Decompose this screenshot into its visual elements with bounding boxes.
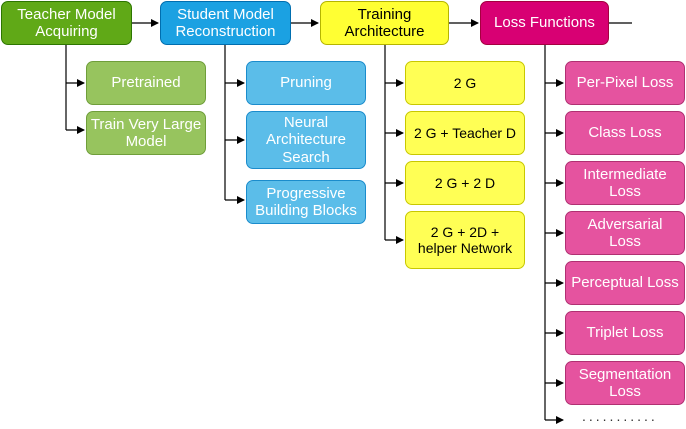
loss-item-more-ellipsis: ...........	[582, 408, 658, 424]
training-item-2g-2d-helper-network: 2 G + 2D + helper Network	[405, 211, 525, 269]
header-training-architecture: Training Architecture	[320, 1, 449, 45]
student-item-progressive-building-blocks: Progressive Building Blocks	[246, 180, 366, 224]
training-item-2g: 2 G	[405, 61, 525, 105]
loss-item-perceptual: Perceptual Loss	[565, 261, 685, 305]
loss-item-segmentation: Segmentation Loss	[565, 361, 685, 405]
loss-item-intermediate: Intermediate Loss	[565, 161, 685, 205]
loss-item-triplet: Triplet Loss	[565, 311, 685, 355]
header-teacher-model-acquiring: Teacher Model Acquiring	[1, 1, 132, 45]
header-student-model-reconstruction: Student Model Reconstruction	[160, 1, 291, 45]
student-item-pruning: Pruning	[246, 61, 366, 105]
training-item-2g-2d: 2 G + 2 D	[405, 161, 525, 205]
teacher-item-pretrained: Pretrained	[86, 61, 206, 105]
training-item-2g-teacher-d: 2 G + Teacher D	[405, 111, 525, 155]
loss-item-per-pixel: Per-Pixel Loss	[565, 61, 685, 105]
loss-item-adversarial: Adversarial Loss	[565, 211, 685, 255]
teacher-item-train-very-large-model: Train Very Large Model	[86, 111, 206, 155]
student-item-neural-architecture-search: Neural Architecture Search	[246, 111, 366, 169]
loss-item-class: Class Loss	[565, 111, 685, 155]
header-loss-functions: Loss Functions	[480, 1, 609, 45]
